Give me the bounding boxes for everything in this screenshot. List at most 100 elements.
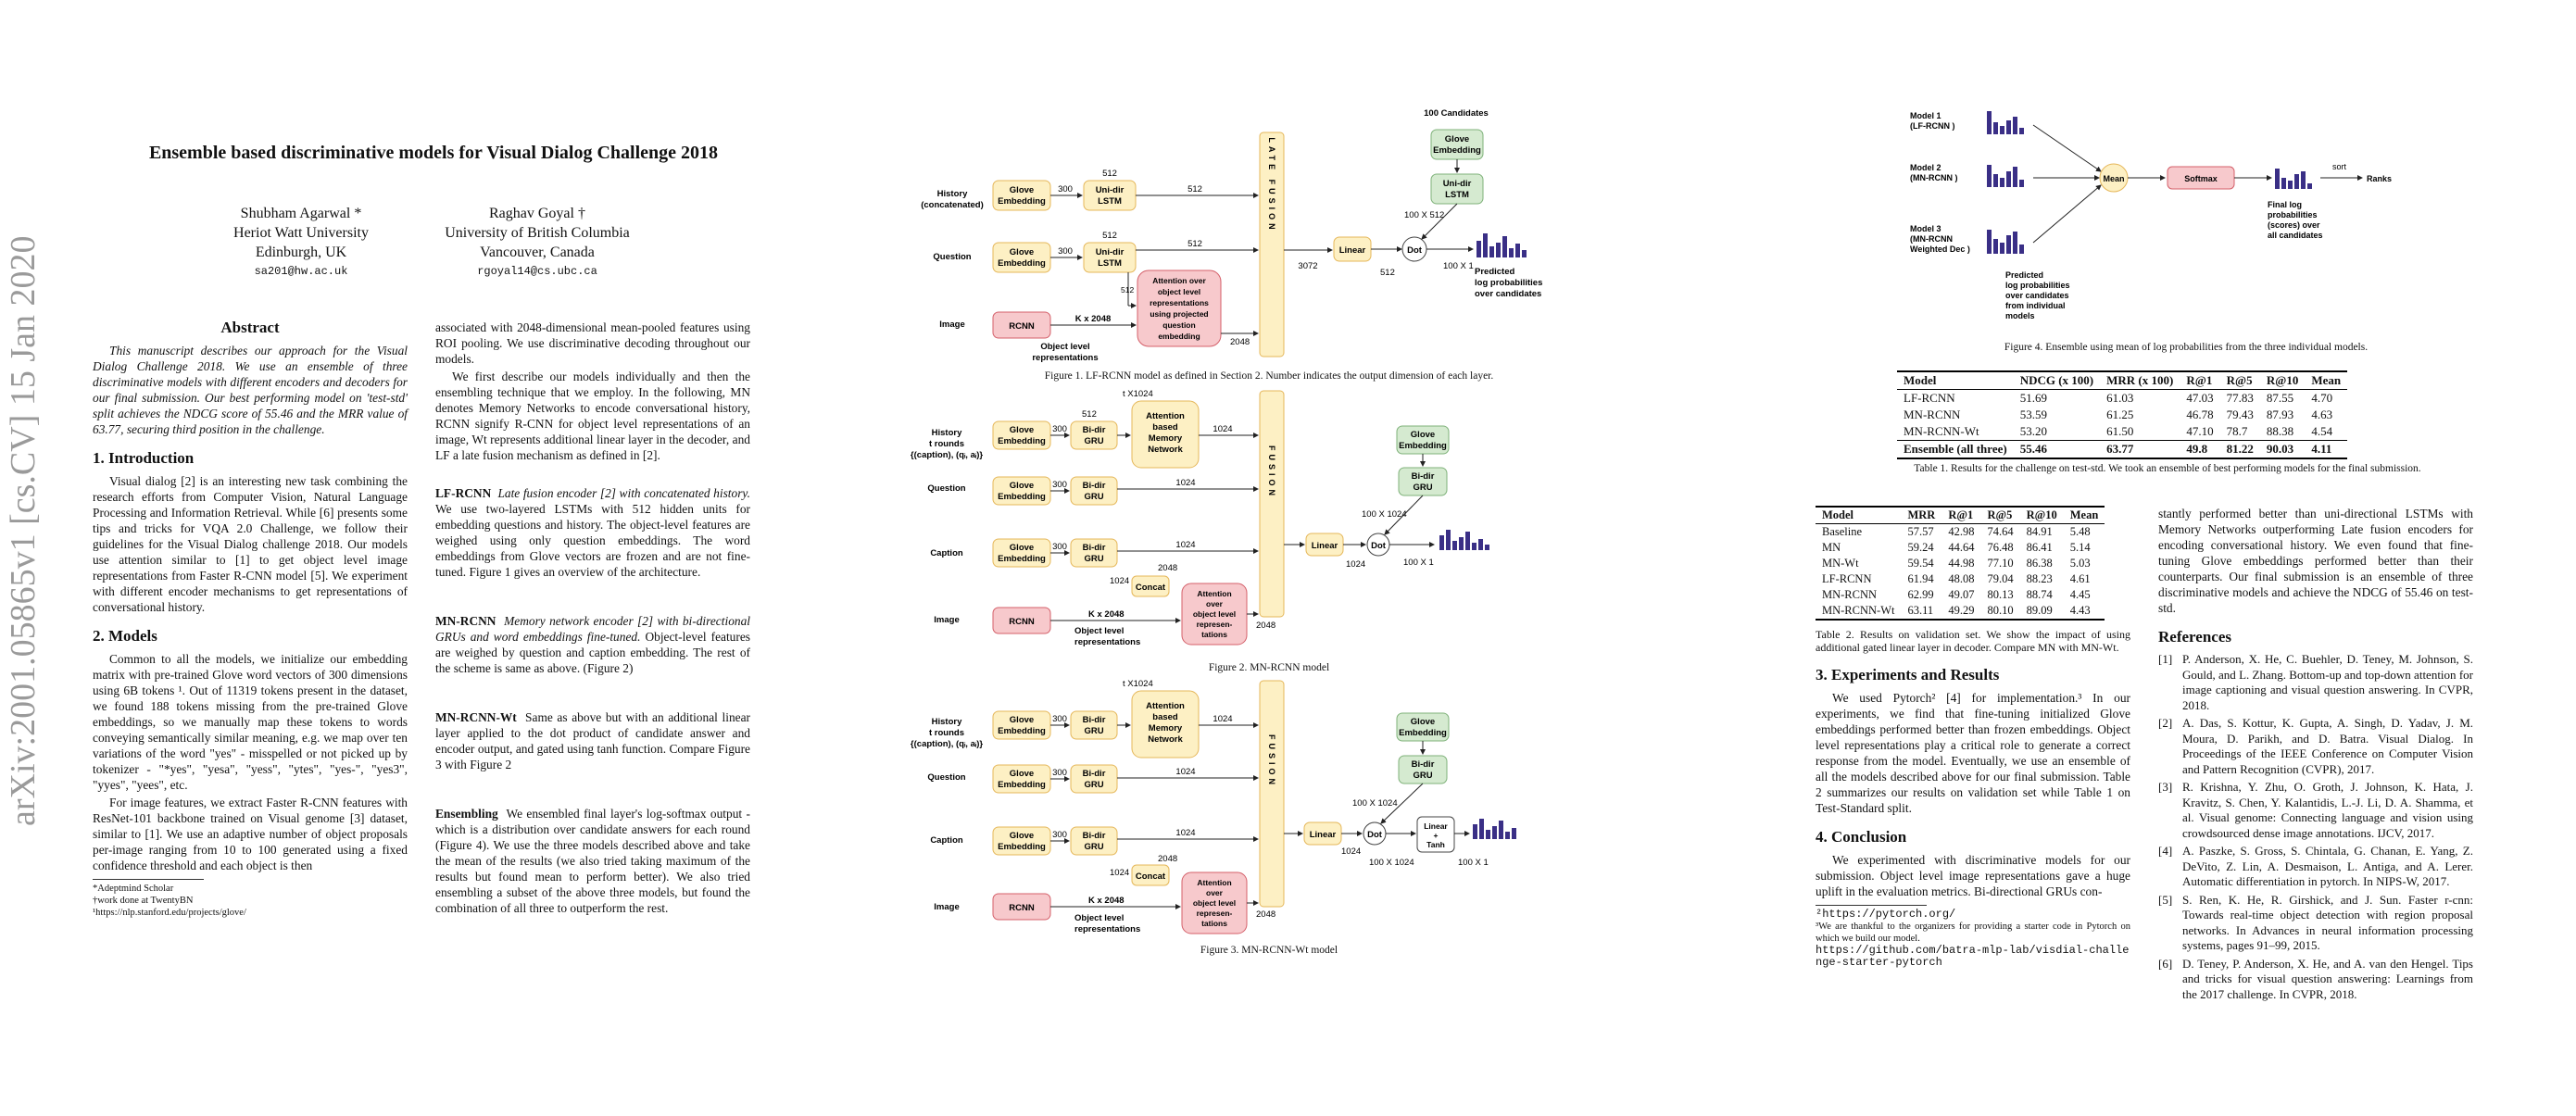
diagram-label: Model 1 [1910,111,1941,120]
paper-title: Ensemble based discriminative models for… [148,143,719,163]
diagram-label: object level [1193,609,1236,619]
footnote: †work done at TwentyBN [93,896,194,906]
author-name: Shubham Agarwal * [240,206,362,221]
reference-number: [2] [2158,716,2173,730]
diagram-label: over [1206,888,1224,897]
reference-text: A. Das, S. Kottur, K. Gupta, A. Singh, D… [2182,716,2473,776]
para-text: Same as above but with an additional lin… [435,710,750,771]
label-history: History [932,428,962,438]
paragraph: associated with 2048-dimensional mean-po… [435,320,750,366]
diagram-label: Glove [1411,430,1435,440]
diagram-label: {(caption), (qᵢ, aᵢ)} [911,739,983,749]
footnote-rule [1816,905,1927,909]
score-bars [1439,530,1489,550]
paragraph: For image features, we extract Faster R-… [93,796,408,872]
diagram-label: 300 [1052,830,1067,840]
figure-3-caption: Figure 3. MN-RCNN-Wt model [1200,945,1338,956]
para-head: MN-RCNN [435,614,496,628]
table1-cell: 4.11 [2305,440,2348,458]
page-2: History (concatenated) Question Image Gl… [889,0,1723,1111]
dim-label: 300 [1052,480,1067,490]
footnote-url[interactable]: https://github.com/batra-mlp-lab/visdial… [1816,944,2130,969]
diagram-label: Softmax [2184,174,2218,183]
diagram-label: (LF-RCNN ) [1910,121,1955,131]
table1-cell: 61.50 [2106,424,2134,438]
table1-cell: MN-RCNN [1904,408,1961,421]
footnote: *Adeptmind Scholar [93,884,174,894]
diagram-label: FUSION [1267,734,1276,788]
label-image: Image [934,615,959,625]
diagram-label: (MN-RCNN [1910,234,1953,244]
late-fusion-label: LATE FUSION [1267,137,1276,232]
glove-label: Glove [1010,185,1034,195]
table-1: Model NDCG (x 100) MRR (x 100) R@1 R@5 R… [1897,370,2348,459]
diagram-label: 1024 [1175,767,1195,777]
diagram-label: Bi-dir [1083,715,1106,725]
table2-cell: 57.57 [1907,525,1934,538]
diagram-label: Linear [1310,830,1337,840]
paragraph: stantly performed better than uni-direct… [2158,507,2473,615]
diagram-label: Embedding [998,780,1046,790]
table1-cell: 87.55 [2266,391,2294,405]
diagram-label: 100 X 1 [1403,558,1434,568]
diagram-label: Attention [1146,411,1185,421]
reference-list: [1]P. Anderson, X. He, C. Buehler, D. Te… [2158,652,2473,1002]
table2-cell: 76.48 [1987,541,2014,554]
diagram-label: 1024 [1175,828,1195,838]
figure-1-caption: Figure 1. LF-RCNN model as defined in Se… [1044,370,1494,382]
table2-cell: 80.13 [1987,588,2014,601]
diagram-label: Predicted [2005,270,2043,280]
embedding-label: Embedding [998,258,1046,269]
dot-label: Dot [1407,245,1423,256]
diagram-label: Attention [1197,589,1231,598]
reference-number: [4] [2158,844,2173,858]
table2-cell: 49.29 [1948,604,1975,617]
author-2: Raghav Goyal † University of British Col… [417,204,658,282]
fusion-box [1259,390,1285,618]
diagram-label: Model 2 [1910,163,1941,172]
diagram-label: Glove [1010,769,1034,779]
diagram-label: Embedding [1399,728,1447,738]
para-text: We use two-layered LSTMs with 512 hidden… [435,502,750,579]
author-email: sa201@hw.ac.uk [254,265,348,278]
diagram-label: Glove [1010,543,1034,553]
table2-cell: LF-RCNN [1822,572,1872,585]
table-2-caption: Table 2. Results on validation set. We s… [1816,628,2130,654]
table1-cell: 4.70 [2311,391,2333,405]
attention-label: using projected [1150,309,1208,319]
footnote-rule [93,879,204,883]
abstract-heading: Abstract [220,319,280,336]
diagram-label: (MN-RCNN ) [1910,173,1958,182]
table1-cell: Ensemble (all three) [1897,440,2014,458]
diagram-label: GRU [1084,554,1103,564]
table2-cell: 86.38 [2026,557,2053,570]
reference-text: P. Anderson, X. He, C. Buehler, D. Teney… [2182,652,2473,712]
diagram-label: representations [1074,637,1140,647]
table1-cell: 4.54 [2311,424,2333,438]
figure-4-caption: Figure 4. Ensemble using mean of log pro… [2004,342,2369,353]
diagram-label: Embedding [998,492,1046,502]
table2-header: Mean [2063,507,2105,524]
diagram-label: Final log [2268,200,2302,209]
table2-cell: 44.98 [1948,557,1975,570]
table1-cell: MN-RCNN-Wt [1904,424,1979,438]
dim-label: 100 X 512 [1404,210,1444,220]
diagram-label: 1024 [1346,559,1365,570]
label-t-rounds: t rounds [929,439,964,449]
figure-3: History t rounds {(caption), (qᵢ, aᵢ)} Q… [911,679,1516,934]
diagram-label: Memory [1149,723,1183,734]
page-3: Model 1 (LF-RCNN ) Model 2 (MN-RCNN ) Mo… [1760,0,2576,1111]
unidir-label: Uni-dir [1096,185,1125,195]
references-heading: References [2158,628,2231,646]
table1-cell: 47.10 [2186,424,2214,438]
figures-svg: History (concatenated) Question Image Gl… [911,108,1542,934]
table1-cell: 49.8 [2180,440,2220,458]
label-concatenated: (concatenated) [921,200,984,210]
dim-label: 2048 [1230,337,1250,347]
diagram-label: Bi-dir [1083,425,1106,435]
diagram-label: 2048 [1256,621,1275,631]
diagram-label: Glove [1411,717,1435,727]
section-heading: 2. Models [93,627,157,645]
reference-text: A. Paszke, S. Gross, S. Chintala, G. Cha… [2182,844,2473,888]
